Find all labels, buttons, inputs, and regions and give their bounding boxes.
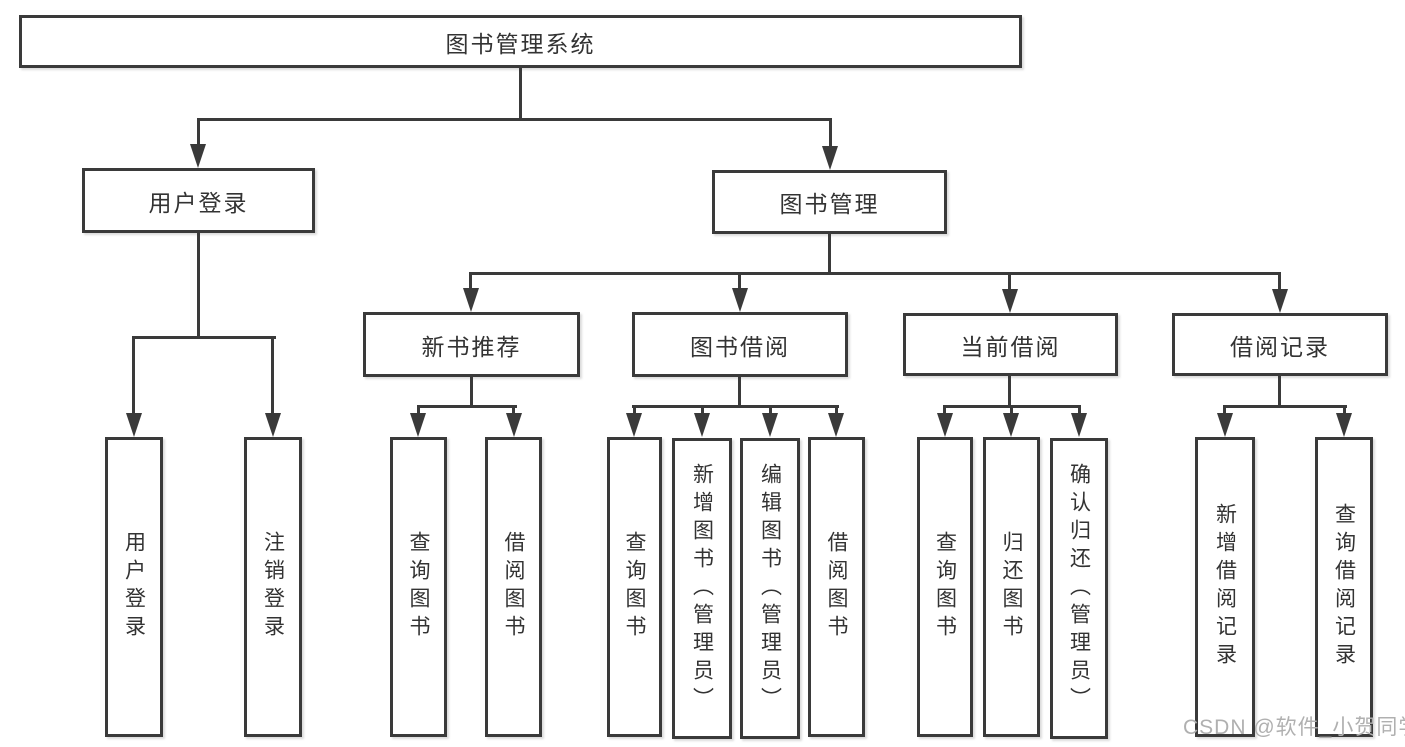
node-book-borrowing: 图书借阅 <box>632 312 848 377</box>
csdn-watermark: CSDN @软件_小贺同学 <box>1183 716 1405 739</box>
node-book-management: 图书管理 <box>712 170 947 234</box>
connector-line <box>197 118 831 121</box>
arrow-down-icon <box>626 413 642 437</box>
connector-line <box>469 272 472 290</box>
connector-line <box>417 405 420 415</box>
leaf-query-books-bb: 查询图书 <box>607 437 662 737</box>
arrow-down-icon <box>126 413 142 437</box>
connector-line <box>1343 405 1346 415</box>
connector-line <box>417 405 517 408</box>
leaf-edit-book-admin: 编辑图书（管理员） <box>740 438 800 739</box>
connector-line <box>132 336 135 415</box>
connector-line <box>1278 272 1281 291</box>
arrow-down-icon <box>1272 289 1288 313</box>
connector-line <box>1008 272 1011 291</box>
connector-line <box>1008 374 1011 408</box>
arrow-down-icon <box>828 413 844 437</box>
connector-line <box>769 405 772 415</box>
connector-line <box>519 66 522 121</box>
leaf-user-login: 用户登录 <box>105 437 163 737</box>
arrow-down-icon <box>506 413 522 437</box>
arrow-down-icon <box>694 413 710 437</box>
connector-line <box>738 272 741 290</box>
connector-line <box>701 405 704 415</box>
connector-line <box>512 405 515 415</box>
leaf-borrow-books-nb: 借阅图书 <box>485 437 542 737</box>
arrow-down-icon <box>265 413 281 437</box>
leaf-return-books: 归还图书 <box>983 437 1040 737</box>
leaf-query-books-nb: 查询图书 <box>390 437 447 737</box>
leaf-add-borrow-record: 新增借阅记录 <box>1195 437 1255 737</box>
arrow-down-icon <box>410 413 426 437</box>
connector-line <box>1223 405 1347 408</box>
arrow-down-icon <box>1071 413 1087 437</box>
connector-line <box>197 231 200 339</box>
connector-line <box>132 336 276 339</box>
leaf-confirm-return-admin: 确认归还（管理员） <box>1050 438 1108 739</box>
node-library-system: 图书管理系统 <box>19 15 1022 68</box>
connector-line <box>469 272 1281 275</box>
connector-line <box>1010 405 1013 415</box>
connector-line <box>1278 374 1281 408</box>
connector-line <box>271 336 274 415</box>
arrow-down-icon <box>190 144 206 168</box>
connector-line <box>470 375 473 408</box>
arrow-down-icon <box>463 288 479 312</box>
connector-line <box>197 118 200 146</box>
connector-line <box>633 405 636 415</box>
connector-line <box>632 405 839 408</box>
arrow-down-icon <box>822 146 838 170</box>
connector-line <box>828 232 831 275</box>
connector-line <box>835 405 838 415</box>
arrow-down-icon <box>1002 289 1018 313</box>
connector-line <box>943 405 946 415</box>
connector-line <box>738 375 741 408</box>
connector-line <box>1223 405 1226 415</box>
connector-line <box>1078 405 1081 415</box>
arrow-down-icon <box>937 413 953 437</box>
connector-line <box>829 118 832 148</box>
arrow-down-icon <box>762 413 778 437</box>
arrow-down-icon <box>1003 413 1019 437</box>
arrow-down-icon <box>1217 413 1233 437</box>
node-borrowing-records: 借阅记录 <box>1172 313 1388 376</box>
node-user-login: 用户登录 <box>82 168 315 233</box>
arrow-down-icon <box>732 288 748 312</box>
arrow-down-icon <box>1336 413 1352 437</box>
leaf-query-borrow-record: 查询借阅记录 <box>1315 437 1373 737</box>
leaf-borrow-books-bb: 借阅图书 <box>808 437 865 737</box>
node-new-book-recommendation: 新书推荐 <box>363 312 580 377</box>
node-current-borrowing: 当前借阅 <box>903 313 1118 376</box>
leaf-query-books-cb: 查询图书 <box>917 437 973 737</box>
leaf-add-book-admin: 新增图书（管理员） <box>672 438 732 739</box>
leaf-logout-login: 注销登录 <box>244 437 302 737</box>
